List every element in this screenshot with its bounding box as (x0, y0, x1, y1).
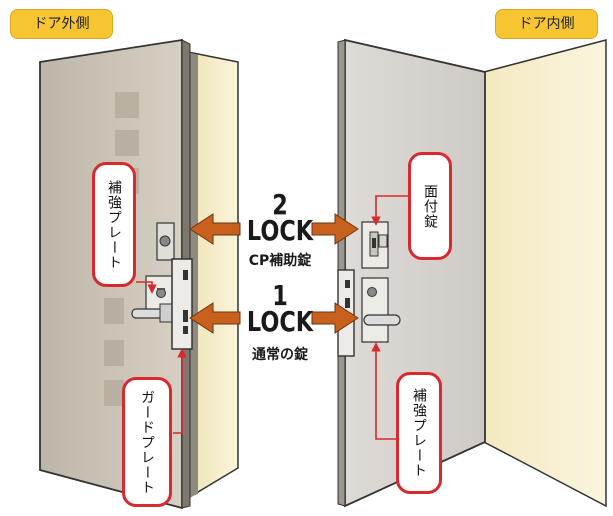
callout-reinforce-plate-left: 補強プレート (92, 162, 136, 287)
left-lever-handle (131, 303, 173, 323)
upper-lock-word: LOCK (246, 214, 314, 247)
upper-lock-number: 2 (272, 188, 288, 221)
callout-reinforce-plate-left-text: 補強プレート (106, 179, 122, 270)
right-reinforce-plate (361, 277, 389, 343)
left-upper-cylinder (156, 222, 175, 261)
callout-guard-plate: ガードプレート (122, 377, 172, 507)
lower-lock-sub: 通常の錠 (252, 347, 308, 363)
upper-lock-arrow (189, 213, 359, 245)
right-lever-handle (363, 314, 401, 326)
callout-guard-plate-text: ガードプレート (139, 389, 155, 495)
surface-lock-graphic (361, 221, 389, 269)
callout-surface-lock-text: 面付錠 (422, 183, 438, 229)
outside-label: ドア外側 (10, 9, 113, 39)
leader-lines (136, 195, 408, 440)
inside-label: ドア内側 (495, 9, 598, 39)
callout-surface-lock: 面付錠 (408, 152, 452, 260)
lower-lock-arrow (189, 302, 359, 334)
guard-plate-graphic (171, 258, 193, 350)
callout-reinforce-plate-right: 補強プレート (396, 372, 442, 494)
callout-reinforce-plate-right-text: 補強プレート (411, 388, 427, 478)
lower-lock-number: 1 (272, 279, 288, 312)
upper-lock-sub: CP補助錠 (248, 253, 312, 269)
lower-lock-word: LOCK (246, 305, 314, 338)
right-wall-opening (483, 39, 607, 508)
